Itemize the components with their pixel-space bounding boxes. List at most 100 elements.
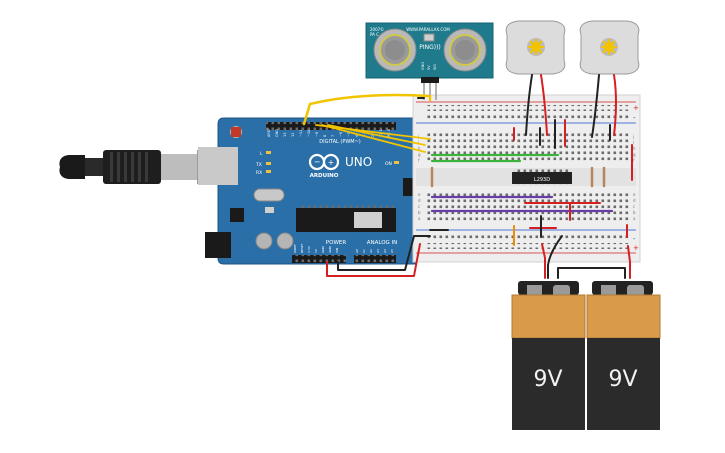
- sensor-transducer-right: [443, 28, 487, 72]
- wire-battery2-pos[interactable]: [627, 245, 631, 279]
- lower-terminal-strip[interactable]: [425, 191, 630, 221]
- power-pin-label: IOREF: [293, 244, 297, 253]
- digital-pin-label: ~10: [307, 130, 311, 137]
- wire-yellow-sensor[interactable]: [302, 93, 432, 126]
- digital-header-label: DIGITAL (PWM~): [319, 139, 361, 145]
- power-pin-label: 3.3V: [307, 245, 311, 253]
- analog-label: ANALOG IN: [367, 240, 398, 246]
- l293d-driver-chip[interactable]: L293D: [512, 169, 572, 187]
- on-label: ON: [385, 161, 392, 167]
- sensor-pin-label: GND: [421, 62, 425, 70]
- bottom-rail-positive[interactable]: [425, 243, 630, 249]
- upper-terminal-strip[interactable]: [425, 133, 630, 163]
- battery-label: 9V: [533, 367, 562, 392]
- battery-label: 9V: [608, 367, 637, 392]
- rail-sign: -: [633, 235, 636, 243]
- led-rx: [266, 170, 271, 173]
- wire-motor2-black[interactable]: [591, 74, 600, 138]
- row-letter: f: [633, 158, 635, 163]
- power-pin-label: GND: [328, 245, 332, 253]
- row-letter: a: [418, 216, 421, 221]
- row-letter: g: [418, 152, 421, 157]
- sensor-pin-label: 5V: [427, 65, 431, 70]
- capacitor: [276, 232, 294, 250]
- usb-chip: [230, 208, 244, 222]
- rail-sign: -: [633, 114, 636, 122]
- analog-pin-label: A5: [390, 249, 394, 253]
- power-label: POWER: [326, 240, 347, 246]
- digital-pin-label: ~9: [315, 132, 319, 137]
- chip-label: L293D: [534, 177, 550, 183]
- row-letter: i: [633, 140, 634, 145]
- row-letter: g: [633, 152, 636, 157]
- arduino-logo: − +: [308, 153, 340, 171]
- power-pin-label: 5V: [314, 248, 318, 253]
- dc-motor-1[interactable]: [505, 20, 566, 75]
- sensor-brand-line2: PA C: [370, 32, 379, 37]
- power-jack[interactable]: [205, 232, 231, 258]
- bottom-rail-negative[interactable]: [425, 234, 630, 240]
- analog-pin-label: A3: [376, 249, 380, 253]
- svg-text:−: −: [314, 158, 321, 167]
- crystal: [253, 188, 285, 202]
- led-label-tx: TX: [255, 162, 262, 168]
- digital-pin-label: RX 0: [387, 129, 391, 137]
- row-letter: b: [418, 210, 421, 215]
- wire-digital-3[interactable]: [327, 124, 426, 146]
- row-letter: d: [633, 198, 636, 203]
- rail-sign: +: [633, 244, 639, 252]
- battery-9v-1[interactable]: 9V: [511, 281, 586, 430]
- analog-pin-label: A2: [369, 249, 373, 253]
- row-letter: i: [418, 140, 419, 145]
- wire-5v[interactable]: [326, 243, 421, 277]
- analog-pin-label: A4: [383, 249, 387, 253]
- ultrasonic-sensor: 2007© PA C WWW.PARALLAX.COM PING))) GND …: [365, 22, 494, 100]
- power-pin-label: RESET: [300, 243, 304, 253]
- digital-pin-label: ~5: [347, 132, 351, 137]
- wire-battery-link[interactable]: [541, 243, 546, 279]
- digital-pin-label: ~11: [299, 130, 303, 137]
- sensor-crystal: [423, 33, 435, 42]
- battery-9v-2[interactable]: 9V: [586, 281, 661, 430]
- board-model: UNO: [345, 155, 372, 169]
- row-letter: e: [633, 192, 636, 197]
- row-letter: c: [418, 204, 420, 209]
- reset-button[interactable]: [231, 127, 241, 137]
- sensor-url: WWW.PARALLAX.COM: [406, 27, 450, 32]
- row-letter: c: [633, 204, 635, 209]
- analog-pin-label: A0: [355, 249, 359, 253]
- wire-motor1-red[interactable]: [540, 74, 548, 136]
- led-l: [266, 151, 271, 154]
- row-letter: a: [633, 216, 636, 221]
- svg-text:+: +: [328, 158, 335, 167]
- digital-pin-label: ~6: [339, 132, 343, 137]
- digital-pin-label: ~3: [363, 132, 367, 137]
- wire-gnd[interactable]: [337, 235, 431, 271]
- digital-pin-label: 4: [355, 134, 359, 137]
- wire-battery-series[interactable]: [557, 267, 626, 279]
- board-brand: ARDUINO: [310, 173, 339, 179]
- digital-pin-label: 13: [283, 133, 287, 137]
- digital-pin-label: 7: [331, 135, 335, 137]
- wire-digital-2[interactable]: [321, 124, 426, 153]
- usb-port[interactable]: [198, 147, 238, 185]
- digital-pin-label: 12: [291, 133, 295, 137]
- led-label-rx: RX: [256, 170, 262, 176]
- power-pin-label: GND: [321, 245, 325, 253]
- wire-motor1-black[interactable]: [525, 74, 533, 136]
- wire-battery1-neg[interactable]: [547, 235, 563, 279]
- rail-sign: +: [633, 104, 639, 112]
- led-label-l: L: [260, 151, 263, 157]
- wire-motor2-red[interactable]: [613, 74, 617, 136]
- digital-pin-label: 8: [323, 135, 327, 137]
- row-letter: h: [418, 146, 421, 151]
- row-letter: j: [417, 134, 419, 139]
- analog-pin-label: A1: [362, 249, 366, 253]
- dc-motor-2[interactable]: [579, 20, 640, 75]
- sensor-transducer-left: [373, 28, 417, 72]
